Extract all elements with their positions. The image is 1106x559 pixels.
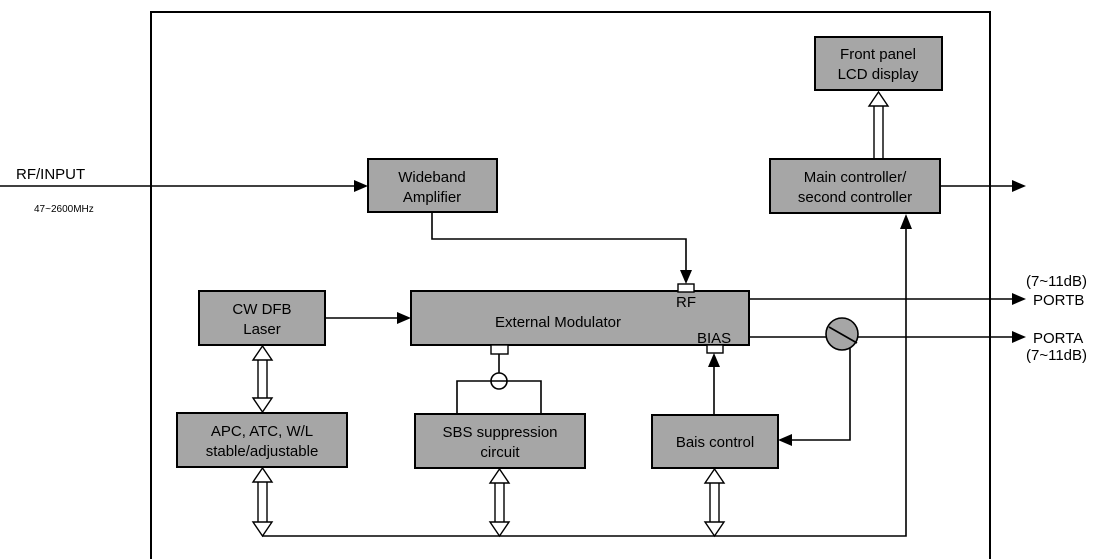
enclosure-frame bbox=[150, 11, 991, 559]
porta-gain: (7~11dB) bbox=[1026, 347, 1087, 364]
porta-output-arrow bbox=[749, 331, 1026, 343]
sbs-suppression-block: SBS suppression circuit bbox=[414, 413, 586, 469]
portb-output-arrow bbox=[749, 293, 1026, 305]
laser-apc-bidirectional-arrow bbox=[251, 344, 274, 414]
main-controller-line1: Main controller/ bbox=[804, 169, 907, 186]
bias-control-to-bias-arrow bbox=[708, 353, 720, 415]
portb-gain: (7~11dB) bbox=[1026, 273, 1087, 290]
controller-to-lcd-arrow bbox=[867, 90, 890, 159]
bias-control-label: Bais control bbox=[676, 434, 754, 451]
cw-dfb-laser-line2: Laser bbox=[243, 321, 281, 338]
bias-control-block: Bais control bbox=[651, 414, 779, 469]
main-controller-block: Main controller/ second controller bbox=[769, 158, 941, 214]
coupler-icon bbox=[825, 317, 859, 351]
lcd-display-line1: Front panel bbox=[840, 46, 916, 63]
controller-output-arrow bbox=[940, 180, 1026, 192]
bias-bus-bidirectional-arrow bbox=[703, 467, 726, 538]
porta-label: PORTA bbox=[1033, 330, 1083, 347]
lcd-display-block: Front panel LCD display bbox=[814, 36, 943, 91]
control-bus-line bbox=[262, 214, 912, 537]
coupler-to-bias-control-arrow bbox=[778, 348, 851, 446]
bias-port-connector bbox=[706, 344, 724, 354]
external-modulator-label: External Modulator bbox=[495, 314, 621, 331]
lcd-display-line2: LCD display bbox=[838, 66, 919, 83]
portb-label: PORTB bbox=[1033, 292, 1084, 309]
rf-input-label: RF/INPUT bbox=[16, 166, 85, 183]
external-modulator-block: External Modulator RF BIAS bbox=[410, 290, 750, 347]
sbs-suppression-line1: SBS suppression bbox=[442, 424, 557, 441]
wideband-amplifier-line2: Amplifier bbox=[403, 189, 461, 206]
amplifier-to-rf-arrow bbox=[431, 212, 692, 284]
wideband-amplifier-line1: Wideband bbox=[398, 169, 466, 186]
apc-atc-line2: stable/adjustable bbox=[206, 443, 319, 460]
rf-input-range: 47~2600MHz bbox=[34, 204, 94, 215]
wideband-amplifier-block: Wideband Amplifier bbox=[367, 158, 498, 213]
modulator-bias-port-label: BIAS bbox=[697, 330, 731, 347]
sbs-suppression-line2: circuit bbox=[480, 444, 520, 461]
rf-port-connector bbox=[677, 283, 695, 293]
sbs-bus-bidirectional-arrow bbox=[488, 467, 511, 538]
rf-input-arrow bbox=[0, 180, 368, 192]
cw-dfb-laser-line1: CW DFB bbox=[232, 301, 291, 318]
cw-dfb-laser-block: CW DFB Laser bbox=[198, 290, 326, 346]
modulator-rf-port-label: RF bbox=[676, 294, 696, 311]
sbs-port-connector bbox=[490, 344, 509, 355]
apc-bus-bidirectional-arrow bbox=[251, 466, 274, 538]
sbs-oscillator-icon bbox=[456, 354, 542, 414]
apc-atc-line1: APC, ATC, W/L bbox=[211, 423, 313, 440]
main-controller-line2: second controller bbox=[798, 189, 912, 206]
laser-to-modulator-arrow bbox=[325, 312, 411, 324]
apc-atc-block: APC, ATC, W/L stable/adjustable bbox=[176, 412, 348, 468]
